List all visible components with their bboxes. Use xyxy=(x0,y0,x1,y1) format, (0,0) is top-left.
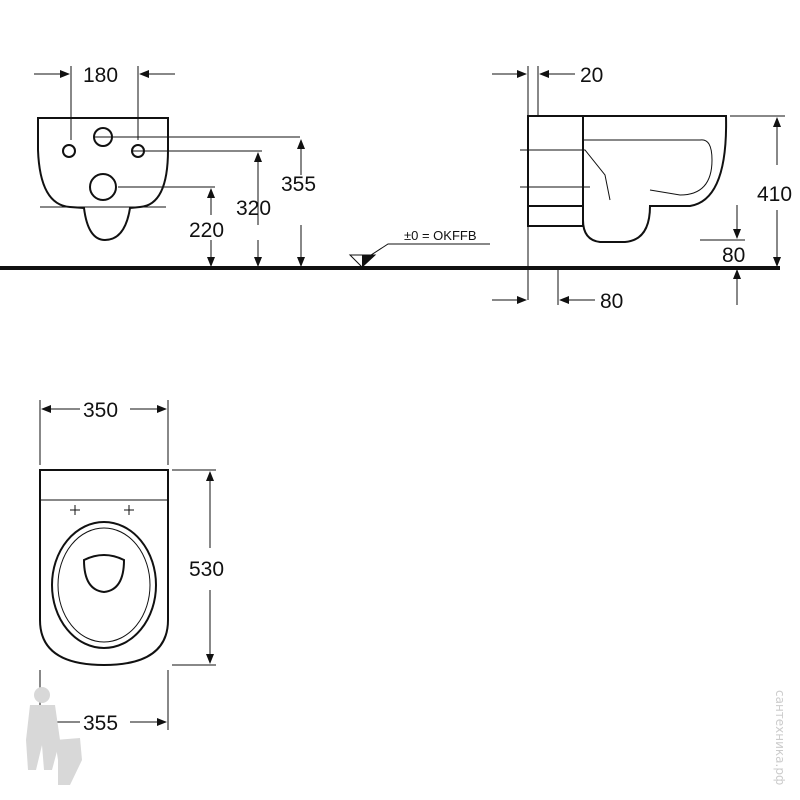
dim-20: 20 xyxy=(580,64,603,87)
watermark: сантехника.рф xyxy=(773,690,787,785)
dim-80-depth: 80 xyxy=(600,290,623,313)
dim-355: 355 xyxy=(281,173,316,196)
floor-level-symbol xyxy=(348,243,490,268)
dim-530: 530 xyxy=(189,558,224,581)
floor-reference-label: ±0 = OKFFB xyxy=(404,228,477,243)
dim-355-bottom: 355 xyxy=(83,712,118,735)
side-view xyxy=(492,66,785,305)
front-view xyxy=(34,66,305,267)
dim-320: 320 xyxy=(236,197,271,220)
dim-180: 180 xyxy=(83,64,118,87)
plumber-logo-icon xyxy=(26,687,82,785)
dim-410: 410 xyxy=(757,183,792,206)
dim-80-rim: 80 xyxy=(722,244,745,267)
dim-350: 350 xyxy=(83,399,118,422)
dim-220: 220 xyxy=(189,219,224,242)
